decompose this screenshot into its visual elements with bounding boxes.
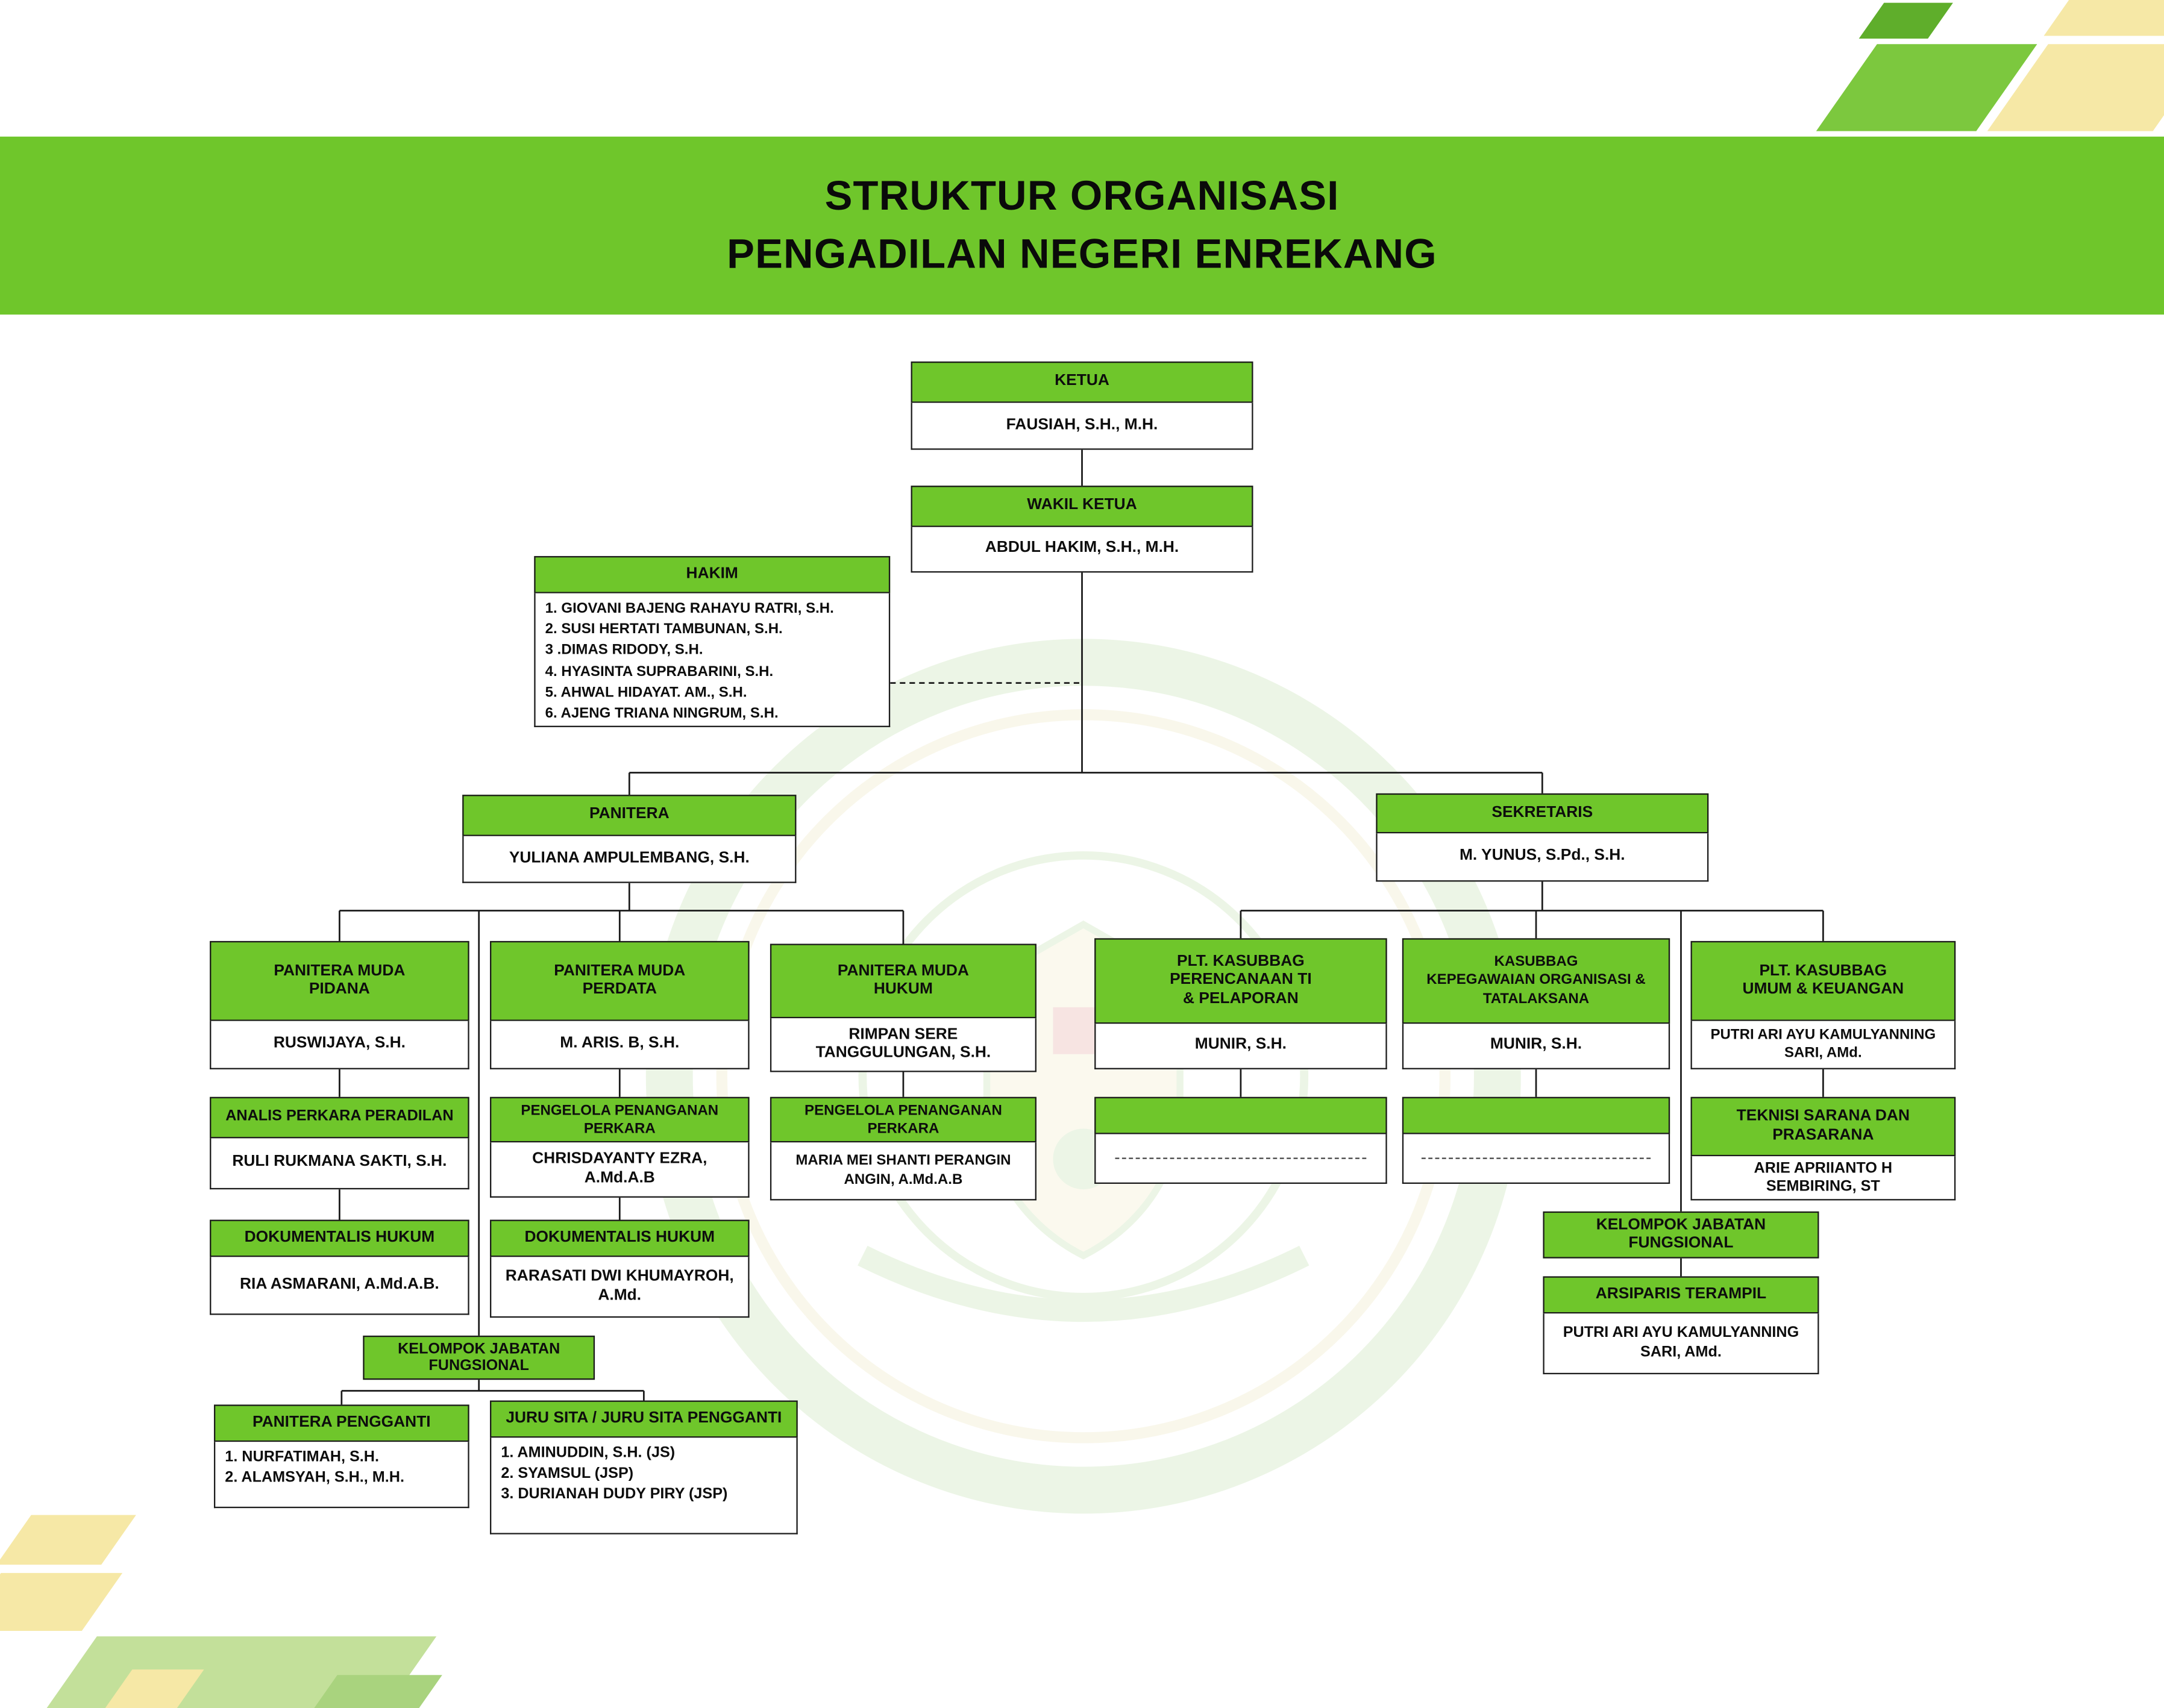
node-arsiparis-title: ARSIPARIS TERAMPIL — [1543, 1276, 1819, 1314]
node-dokumentalis-pidana: DOKUMENTALIS HUKUM RIA ASMARANI, A.Md.A.… — [210, 1219, 469, 1315]
juru-sita-member: 1. AMINUDDIN, S.H. (JS) — [501, 1444, 676, 1462]
node-kjf-right: KELOMPOK JABATAN FUNGSIONAL — [1543, 1211, 1819, 1259]
node-kasubbag-perencanaan-name: MUNIR, S.H. — [1094, 1024, 1387, 1069]
juru-sita-member: 2. SYAMSUL (JSP) — [501, 1465, 634, 1483]
node-vacant-perencanaan-body — [1094, 1134, 1387, 1184]
hakim-member: 1. GIOVANI BAJENG RAHAYU RATRI, S.H. — [545, 600, 834, 617]
title-banner: STRUKTUR ORGANISASI PENGADILAN NEGERI EN… — [0, 136, 2164, 315]
node-kasubbag-kepegawaian-name: MUNIR, S.H. — [1402, 1024, 1670, 1069]
node-kasubbag-umum: PLT. KASUBBAG UMUM & KEUANGAN PUTRI ARI … — [1690, 940, 1956, 1069]
hakim-member: 6. AJENG TRIANA NINGRUM, S.H. — [545, 705, 779, 722]
node-kasubbag-perencanaan: PLT. KASUBBAG PERENCANAAN TI & PELAPORAN… — [1094, 938, 1387, 1069]
node-vacant-perencanaan — [1094, 1096, 1387, 1184]
node-pengelola-perdata-name: CHRISDAYANTY EZRA, A.Md.A.B — [490, 1142, 750, 1198]
node-kasubbag-umum-name: PUTRI ARI AYU KAMULYANNING SARI, AMd. — [1690, 1021, 1956, 1069]
node-hakim: HAKIM 1. GIOVANI BAJENG RAHAYU RATRI, S.… — [534, 555, 891, 727]
node-vacant-kepegawaian-body — [1402, 1134, 1670, 1184]
node-dokumentalis-pidana-title: DOKUMENTALIS HUKUM — [210, 1219, 469, 1257]
node-analis-perkara-title: ANALIS PERKARA PERADILAN — [210, 1096, 469, 1139]
hakim-member: 5. AHWAL HIDAYAT. AM., S.H. — [545, 684, 747, 701]
node-panitera-name: YULIANA AMPULEMBANG, S.H. — [462, 836, 797, 883]
node-panitera-title: PANITERA — [462, 795, 797, 836]
node-panitera-pengganti-title: PANITERA PENGGANTI — [213, 1404, 469, 1442]
node-ketua-name: FAUSIAH, S.H., M.H. — [911, 402, 1253, 450]
node-sekretaris: SEKRETARIS M. YUNUS, S.Pd., S.H. — [1376, 793, 1709, 882]
node-analis-perkara-name: RULI RUKMANA SAKTI, S.H. — [210, 1138, 469, 1190]
vacant-dashed-line — [1422, 1157, 1651, 1159]
node-juru-sita: JURU SITA / JURU SITA PENGGANTI 1. AMINU… — [490, 1400, 798, 1534]
node-panmud-perdata: PANITERA MUDA PERDATA M. ARIS. B, S.H. — [490, 940, 750, 1069]
node-arsiparis: ARSIPARIS TERAMPIL PUTRI ARI AYU KAMULYA… — [1543, 1276, 1819, 1375]
node-panitera-pengganti-members: 1. NURFATIMAH, S.H. 2. ALAMSYAH, S.H., M… — [213, 1442, 469, 1509]
node-analis-perkara: ANALIS PERKARA PERADILAN RULI RUKMANA SA… — [210, 1096, 469, 1190]
page-title-line2: PENGADILAN NEGERI ENREKANG — [727, 231, 1437, 277]
node-panmud-hukum: PANITERA MUDA HUKUM RIMPAN SERE TANGGULU… — [770, 943, 1037, 1072]
node-kjf-left-title: KELOMPOK JABATAN FUNGSIONAL — [363, 1335, 595, 1380]
panitera-pengganti-member: 1. NURFATIMAH, S.H. — [225, 1448, 379, 1466]
node-teknisi-title: TEKNISI SARANA DAN PRASARANA — [1690, 1096, 1956, 1157]
node-wakil-ketua: WAKIL KETUA ABDUL HAKIM, S.H., M.H. — [911, 486, 1253, 573]
node-dokumentalis-perdata: DOKUMENTALIS HUKUM RARASATI DWI KHUMAYRO… — [490, 1219, 750, 1318]
hakim-member: 4. HYASINTA SUPRABARINI, S.H. — [545, 663, 774, 680]
page-title-line1: STRUKTUR ORGANISASI — [824, 173, 1340, 219]
node-vacant-kepegawaian — [1402, 1096, 1670, 1184]
node-juru-sita-title: JURU SITA / JURU SITA PENGGANTI — [490, 1400, 798, 1438]
node-hakim-members: 1. GIOVANI BAJENG RAHAYU RATRI, S.H. 2. … — [534, 593, 891, 727]
node-ketua: KETUA FAUSIAH, S.H., M.H. — [911, 361, 1253, 450]
node-arsiparis-name: PUTRI ARI AYU KAMULYANNING SARI, AMd. — [1543, 1313, 1819, 1375]
node-panmud-pidana: PANITERA MUDA PIDANA RUSWIJAYA, S.H. — [210, 940, 469, 1069]
node-vacant-kepegawaian-title — [1402, 1096, 1670, 1134]
node-panitera: PANITERA YULIANA AMPULEMBANG, S.H. — [462, 795, 797, 883]
hakim-member: 2. SUSI HERTATI TAMBUNAN, S.H. — [545, 621, 783, 638]
node-kasubbag-perencanaan-title: PLT. KASUBBAG PERENCANAAN TI & PELAPORAN — [1094, 938, 1387, 1024]
node-kjf-left: KELOMPOK JABATAN FUNGSIONAL — [363, 1335, 595, 1380]
node-pengelola-perdata-title: PENGELOLA PENANGANAN PERKARA — [490, 1096, 750, 1143]
node-panmud-perdata-name: M. ARIS. B, S.H. — [490, 1021, 750, 1069]
node-dokumentalis-pidana-name: RIA ASMARANI, A.Md.A.B. — [210, 1257, 469, 1315]
node-panmud-hukum-name: RIMPAN SERE TANGGULUNGAN, S.H. — [770, 1018, 1037, 1072]
node-sekretaris-title: SEKRETARIS — [1376, 793, 1709, 834]
juru-sita-member: 3. DURIANAH DUDY PIRY (JSP) — [501, 1486, 728, 1503]
node-pengelola-hukum: PENGELOLA PENANGANAN PERKARA MARIA MEI S… — [770, 1096, 1037, 1201]
hakim-member: 3 .DIMAS RIDODY, S.H. — [545, 642, 703, 659]
node-teknisi: TEKNISI SARANA DAN PRASARANA ARIE APRIIA… — [1690, 1096, 1956, 1201]
node-vacant-perencanaan-title — [1094, 1096, 1387, 1134]
node-dokumentalis-perdata-title: DOKUMENTALIS HUKUM — [490, 1219, 750, 1257]
node-panmud-pidana-title: PANITERA MUDA PIDANA — [210, 940, 469, 1021]
node-kasubbag-kepegawaian-title: KASUBBAG KEPEGAWAIAN ORGANISASI & TATALA… — [1402, 938, 1670, 1024]
node-teknisi-name: ARIE APRIIANTO H SEMBIRING, ST — [1690, 1156, 1956, 1201]
node-kasubbag-umum-title: PLT. KASUBBAG UMUM & KEUANGAN — [1690, 940, 1956, 1021]
node-wakil-ketua-name: ABDUL HAKIM, S.H., M.H. — [911, 527, 1253, 573]
node-ketua-title: KETUA — [911, 361, 1253, 403]
node-pengelola-hukum-name: MARIA MEI SHANTI PERANGIN ANGIN, A.Md.A.… — [770, 1142, 1037, 1201]
node-panmud-pidana-name: RUSWIJAYA, S.H. — [210, 1021, 469, 1069]
node-pengelola-perdata: PENGELOLA PENANGANAN PERKARA CHRISDAYANT… — [490, 1096, 750, 1198]
node-panmud-hukum-title: PANITERA MUDA HUKUM — [770, 943, 1037, 1019]
node-panmud-perdata-title: PANITERA MUDA PERDATA — [490, 940, 750, 1021]
vacant-dashed-line — [1115, 1157, 1367, 1159]
node-kasubbag-kepegawaian: KASUBBAG KEPEGAWAIAN ORGANISASI & TATALA… — [1402, 938, 1670, 1069]
node-panitera-pengganti: PANITERA PENGGANTI 1. NURFATIMAH, S.H. 2… — [213, 1404, 469, 1509]
node-hakim-title: HAKIM — [534, 555, 891, 593]
node-wakil-ketua-title: WAKIL KETUA — [911, 486, 1253, 527]
node-dokumentalis-perdata-name: RARASATI DWI KHUMAYROH, A.Md. — [490, 1257, 750, 1318]
panitera-pengganti-member: 2. ALAMSYAH, S.H., M.H. — [225, 1469, 404, 1487]
node-pengelola-hukum-title: PENGELOLA PENANGANAN PERKARA — [770, 1096, 1037, 1143]
node-sekretaris-name: M. YUNUS, S.Pd., S.H. — [1376, 833, 1709, 882]
node-juru-sita-members: 1. AMINUDDIN, S.H. (JS) 2. SYAMSUL (JSP)… — [490, 1437, 798, 1534]
node-kjf-right-title: KELOMPOK JABATAN FUNGSIONAL — [1543, 1211, 1819, 1259]
